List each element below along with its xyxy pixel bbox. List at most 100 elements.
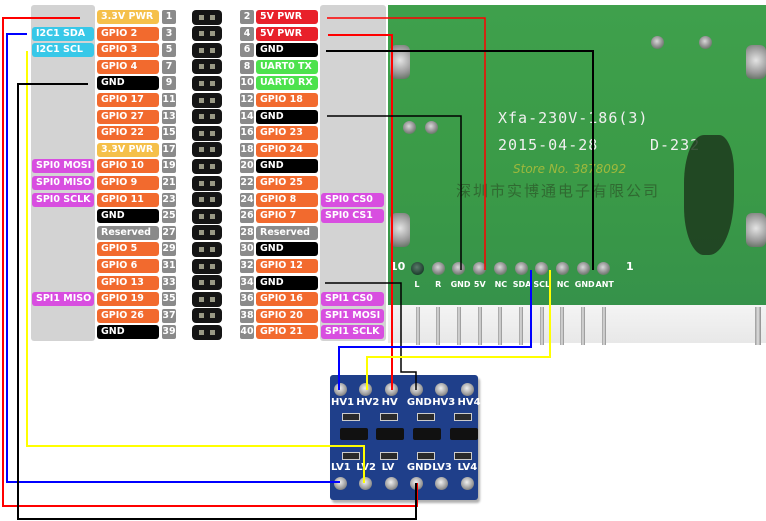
pin-label-left: GPIO 22 — [97, 126, 159, 141]
fm-pin-pad — [597, 262, 611, 275]
header-pin-pair — [192, 9, 222, 25]
fm-pin-pad — [576, 262, 590, 275]
fm-pin-leg — [415, 307, 420, 345]
header-pin-pair — [192, 158, 222, 174]
right-function-label: SPI0 CS0 — [321, 192, 384, 207]
header-pin-pair — [192, 75, 222, 91]
pin-number-left: 35 — [162, 292, 176, 307]
right-function-panel — [320, 5, 386, 341]
header-pad — [210, 197, 215, 203]
header-pad — [210, 296, 215, 302]
lv-pin-pad — [334, 477, 347, 490]
pin-number-right: 30 — [240, 242, 254, 257]
header-pin-pair — [192, 59, 222, 75]
pin-label-right: GPIO 21 — [256, 325, 318, 340]
fm-pin-leg — [436, 307, 441, 345]
lv-pin-pad — [384, 477, 398, 490]
pin-number-left: 17 — [162, 142, 176, 157]
fm-pin-pad — [411, 262, 424, 275]
hv-pin-pad — [384, 383, 398, 396]
company-name-cn: 深圳市实博通电子有限公司 — [456, 182, 661, 200]
pin-number-left: 25 — [162, 209, 176, 224]
pin-label-left: GPIO 27 — [97, 109, 159, 124]
header-pad — [210, 329, 215, 335]
pin-end-left-label: 10 — [390, 260, 406, 273]
pin-number-right: 38 — [240, 308, 254, 323]
header-pad — [199, 147, 204, 153]
fm-pin-label: ANT — [595, 280, 614, 289]
pin-label-right: GND — [256, 43, 318, 58]
pin-number-right: 40 — [240, 325, 254, 340]
header-pin-pair — [192, 192, 222, 208]
header-pin-pair — [192, 92, 222, 108]
right-function-label: SPI1 CS0 — [321, 292, 384, 307]
pin-number-right: 16 — [240, 126, 254, 141]
header-pad — [199, 263, 204, 269]
header-pin-pair — [192, 241, 222, 257]
pin-label-right: GPIO 7 — [256, 209, 318, 224]
header-pin-pair — [192, 291, 222, 307]
pin-number-right: 28 — [240, 225, 254, 240]
fm-pin-pad — [452, 262, 466, 275]
header-pad — [199, 280, 204, 286]
pin-label-left: GND — [97, 76, 159, 91]
left-function-label: SPI0 SCLK — [32, 192, 94, 207]
pin-label-left: GPIO 4 — [97, 59, 159, 74]
mosfet-4 — [450, 428, 478, 440]
header-pin-pair — [192, 175, 222, 191]
lv-pin-label: GND — [406, 462, 432, 473]
mounting-screw-top-right — [746, 45, 766, 79]
fm-pin-label: NC — [494, 280, 508, 289]
resistor — [380, 413, 398, 421]
fm-pin-label: R — [435, 280, 442, 289]
pin-number-left: 31 — [162, 259, 176, 273]
pin-number-right: 8 — [240, 59, 254, 74]
header-pad — [199, 97, 204, 103]
pin-number-right: 26 — [240, 209, 254, 224]
fm-pin-pad — [535, 262, 549, 275]
left-function-label: SPI0 MOSI — [32, 159, 94, 174]
pin-number-right: 32 — [240, 259, 254, 273]
fm-pin-leg — [581, 307, 586, 345]
resistor — [454, 452, 472, 460]
pin-label-right: GPIO 24 — [256, 142, 318, 157]
pin-number-right: 34 — [240, 275, 254, 290]
lv-pin-pad — [460, 477, 474, 490]
hv-pin-pad — [409, 383, 423, 396]
header-pad — [199, 31, 204, 37]
hv-pin-pad — [435, 383, 449, 396]
via-hole — [403, 121, 416, 134]
hv-pin-pad — [460, 383, 474, 396]
fm-pin-label: SDA — [512, 280, 532, 289]
resistor — [342, 413, 360, 421]
pin-label-right: GPIO 18 — [256, 93, 318, 107]
pin-end-right-label: 1 — [626, 260, 634, 273]
pin-label-right: GPIO 8 — [256, 192, 318, 207]
pin-label-right: GND — [256, 242, 318, 257]
pin-label-left: GND — [97, 325, 159, 340]
header-pad — [199, 64, 204, 70]
pin-number-left: 7 — [162, 59, 176, 74]
header-pad — [210, 80, 215, 86]
header-pad — [210, 130, 215, 136]
pin-number-left: 21 — [162, 176, 176, 190]
header-pad — [199, 296, 204, 302]
pin-label-right: GPIO 25 — [256, 176, 318, 190]
left-function-label: I2C1 SCL — [32, 43, 94, 58]
mosfet-3 — [413, 428, 441, 440]
lv-pin-pad — [435, 477, 449, 490]
marker-scribble — [684, 135, 734, 255]
resistor — [380, 452, 398, 460]
fm-pin-label: 5V — [473, 280, 486, 289]
header-pad — [199, 197, 204, 203]
pin-number-right: 12 — [240, 93, 254, 107]
hv-pin-label: HV4 — [457, 397, 481, 408]
header-pin-pair — [192, 109, 222, 125]
pin-label-right: GND — [256, 159, 318, 174]
pin-number-left: 37 — [162, 308, 176, 323]
fm-pin-pad — [431, 262, 445, 275]
pin-number-left: 15 — [162, 126, 176, 141]
pin-number-left: 23 — [162, 192, 176, 207]
mosfet-1 — [340, 428, 368, 440]
